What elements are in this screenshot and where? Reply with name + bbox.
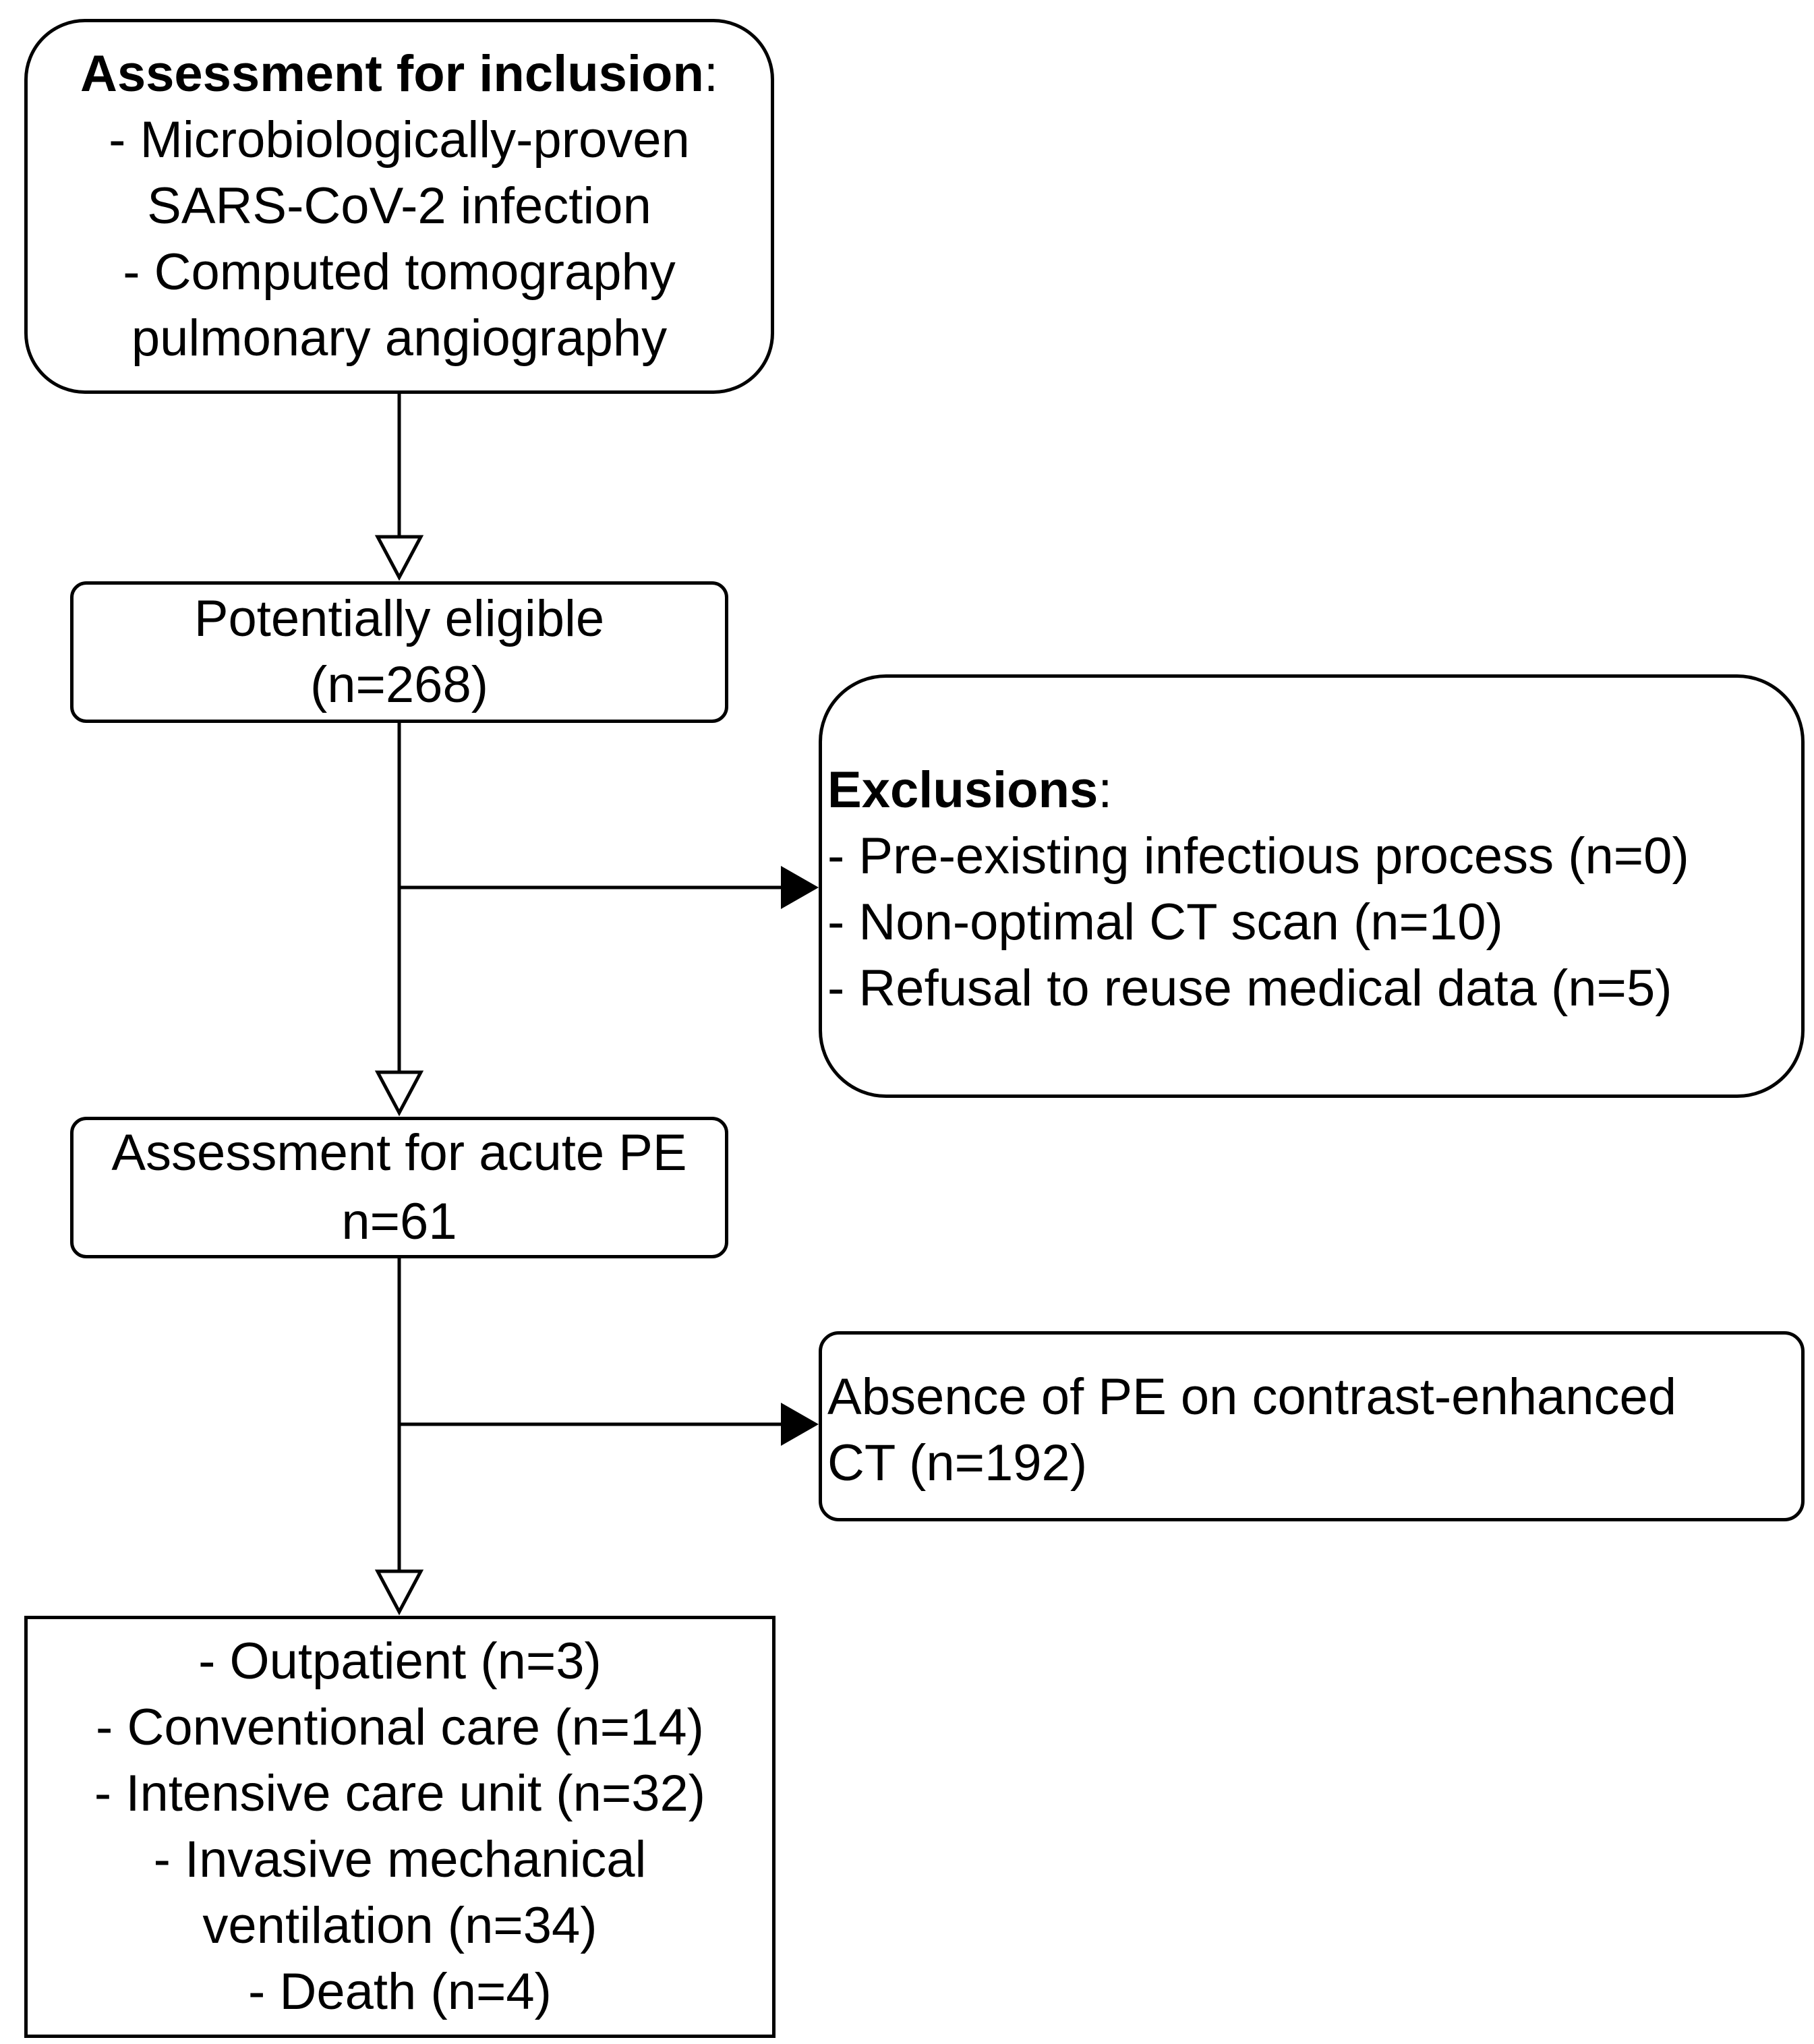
outcome-item: ventilation (n=34) bbox=[202, 1897, 597, 1954]
arrowhead-filled bbox=[781, 1403, 819, 1446]
inclusion-line: - Computed tomography bbox=[123, 243, 676, 301]
eligible-count: (n=268) bbox=[310, 656, 489, 713]
inclusion-criteria-box: Assessment for inclusion: - Microbiologi… bbox=[24, 19, 774, 394]
inclusion-line: pulmonary angiography bbox=[131, 310, 668, 367]
exclusions-heading: Exclusions: bbox=[827, 761, 1113, 819]
absence-line: Absence of PE on contrast-enhanced bbox=[827, 1368, 1677, 1426]
exclusions-box: Exclusions: - Pre-existing infectious pr… bbox=[819, 674, 1805, 1098]
outcome-item: - Intensive care unit (n=32) bbox=[94, 1765, 706, 1822]
inclusion-heading: Assessment for inclusion: bbox=[80, 45, 719, 103]
exclusion-item: - Non-optimal CT scan (n=10) bbox=[827, 894, 1503, 951]
inclusion-line: SARS-CoV-2 infection bbox=[147, 177, 651, 235]
assessment-count: n=61 bbox=[341, 1193, 457, 1250]
inclusion-line: - Microbiologically-proven bbox=[109, 111, 690, 169]
eligible-label: Potentially eligible bbox=[194, 590, 605, 647]
potentially-eligible-box: Potentially eligible (n=268) bbox=[70, 581, 728, 723]
assessment-label: Assessment for acute PE bbox=[111, 1124, 687, 1181]
arrowhead-filled bbox=[781, 866, 819, 909]
exclusion-item: - Pre-existing infectious process (n=0) bbox=[827, 827, 1689, 885]
arrowhead-hollow bbox=[374, 535, 424, 581]
acute-pe-assessment-box: Assessment for acute PE n=61 bbox=[70, 1117, 728, 1258]
absence-of-pe-box: Absence of PE on contrast-enhanced CT (n… bbox=[819, 1331, 1805, 1521]
arrowhead-hollow bbox=[374, 1070, 424, 1117]
exclusion-item: - Refusal to reuse medical data (n=5) bbox=[827, 960, 1672, 1017]
absence-line: CT (n=192) bbox=[827, 1434, 1088, 1492]
outcomes-box: - Outpatient (n=3) - Conventional care (… bbox=[24, 1616, 776, 2038]
arrowhead-hollow bbox=[374, 1569, 424, 1616]
outcome-item: - Outpatient (n=3) bbox=[198, 1633, 602, 1690]
outcome-item: - Invasive mechanical bbox=[153, 1831, 647, 1888]
outcome-item: - Conventional care (n=14) bbox=[96, 1699, 704, 1756]
outcome-item: - Death (n=4) bbox=[248, 1963, 552, 2020]
